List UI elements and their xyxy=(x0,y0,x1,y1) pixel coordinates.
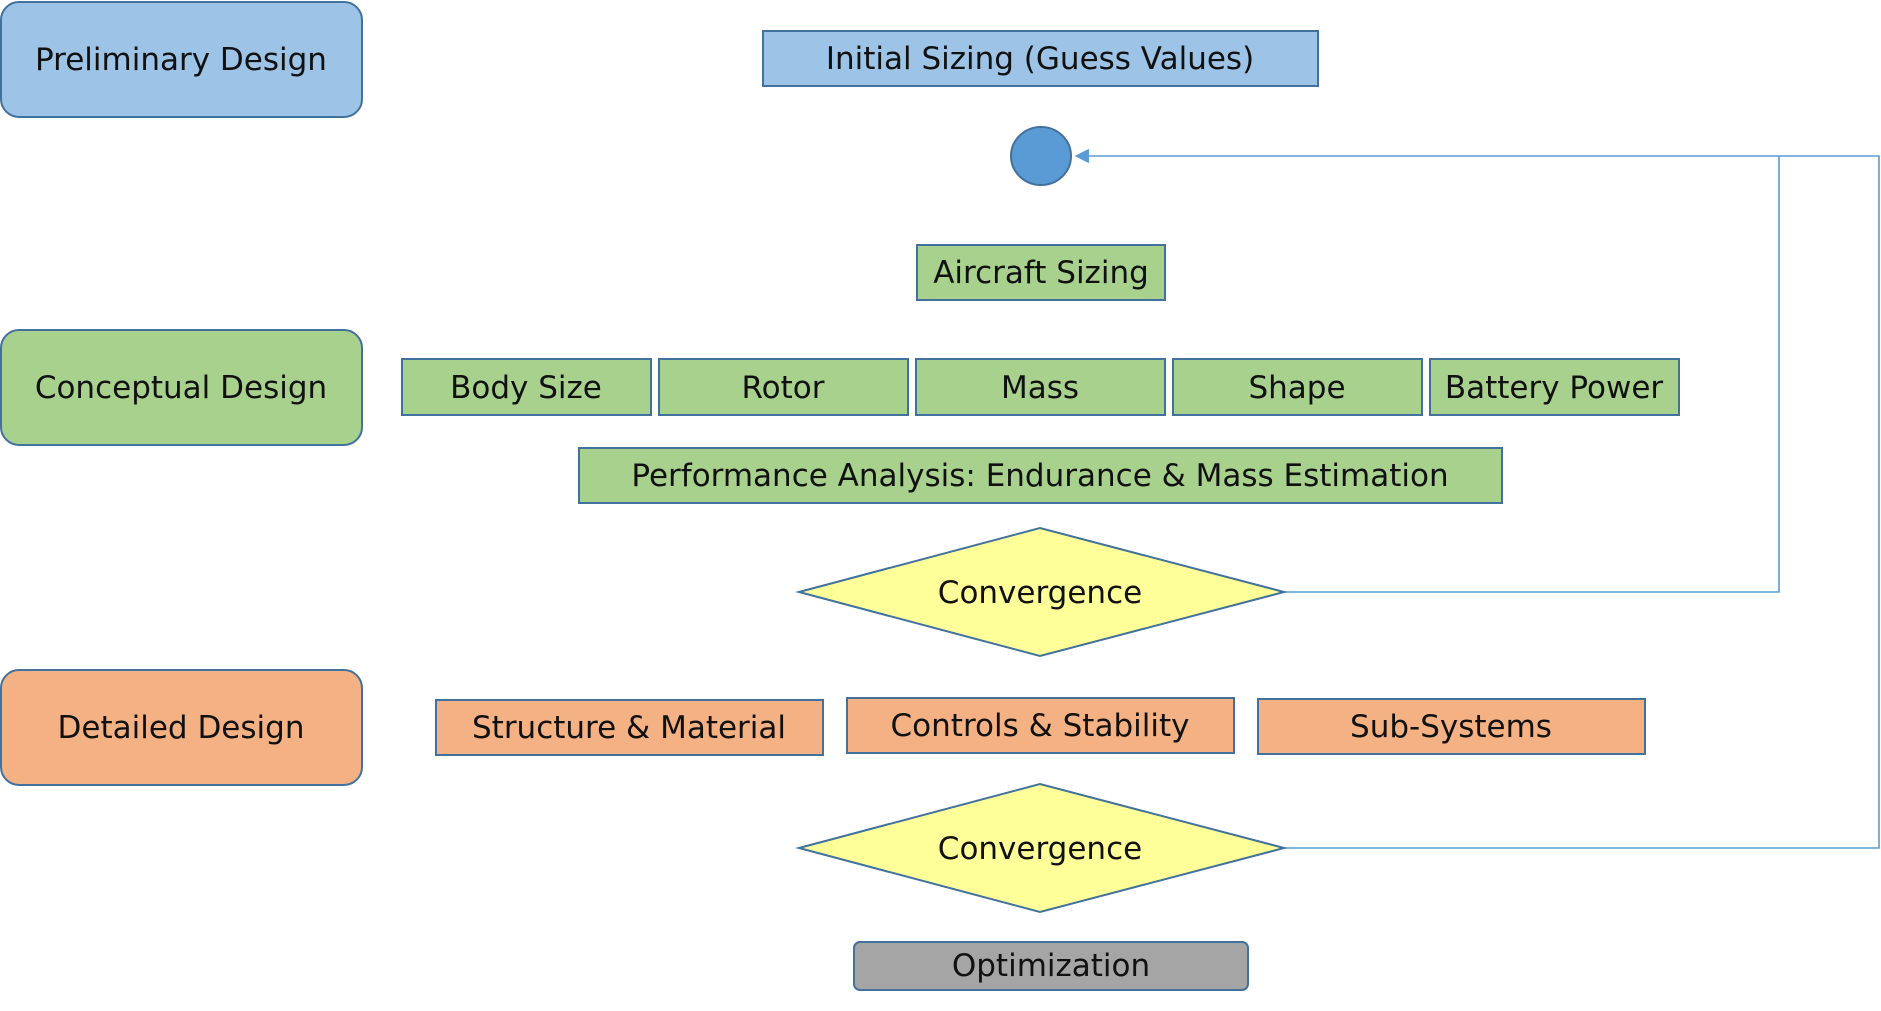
box-label: Optimization xyxy=(952,948,1150,984)
box-initial-sizing: Initial Sizing (Guess Values) xyxy=(762,30,1319,87)
box-controls-stability: Controls & Stability xyxy=(846,697,1235,754)
phase-label: Detailed Design xyxy=(58,710,305,746)
feedback-line-convergence-2 xyxy=(1284,155,1880,849)
decision-convergence-2: Convergence xyxy=(795,782,1288,914)
box-aircraft-sizing: Aircraft Sizing xyxy=(916,244,1166,301)
feedback-line-convergence-1 xyxy=(1074,148,1780,593)
phase-label: Conceptual Design xyxy=(35,370,327,406)
box-label: Controls & Stability xyxy=(891,708,1190,744)
junction-node xyxy=(1010,126,1072,186)
box-sub-systems: Sub-Systems xyxy=(1257,698,1646,755)
decision-convergence-1: Convergence xyxy=(795,526,1288,658)
phase-detailed-design: Detailed Design xyxy=(0,669,363,786)
phase-conceptual-design: Conceptual Design xyxy=(0,329,363,446)
box-label: Shape xyxy=(1248,370,1345,406)
box-label: Structure & Material xyxy=(472,710,786,746)
box-label: Mass xyxy=(1001,370,1079,406)
box-label: Rotor xyxy=(742,370,825,406)
box-optimization: Optimization xyxy=(853,941,1249,991)
box-performance-analysis: Performance Analysis: Endurance & Mass E… xyxy=(578,447,1503,504)
decision-label: Convergence xyxy=(938,575,1142,611)
box-label: Performance Analysis: Endurance & Mass E… xyxy=(631,458,1448,494)
box-battery-power: Battery Power xyxy=(1429,358,1680,416)
box-rotor: Rotor xyxy=(658,358,909,416)
box-label: Battery Power xyxy=(1445,370,1664,406)
feedback-connectors xyxy=(1074,148,1880,849)
box-label: Initial Sizing (Guess Values) xyxy=(826,41,1254,77)
box-body-size: Body Size xyxy=(401,358,652,416)
box-label: Aircraft Sizing xyxy=(933,255,1149,291)
phase-label: Preliminary Design xyxy=(35,42,327,78)
box-mass: Mass xyxy=(915,358,1166,416)
box-structure-material: Structure & Material xyxy=(435,699,824,756)
box-label: Sub-Systems xyxy=(1350,709,1552,745)
box-label: Body Size xyxy=(450,370,602,406)
phase-preliminary-design: Preliminary Design xyxy=(0,1,363,118)
box-shape: Shape xyxy=(1172,358,1423,416)
decision-label: Convergence xyxy=(938,831,1142,867)
